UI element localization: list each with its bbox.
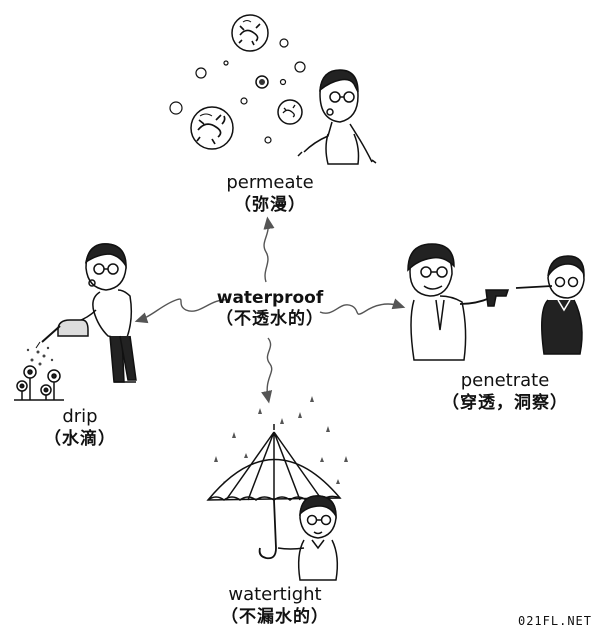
flowers-icon	[14, 365, 64, 401]
word-penetrate: penetrate	[460, 370, 550, 391]
man-with-gun	[407, 243, 491, 361]
meaning-waterproof: （不透水的）	[216, 309, 324, 330]
word-permeate: permeate	[226, 172, 314, 193]
word-waterproof: waterproof	[216, 288, 324, 308]
center-label: waterproof （不透水的）	[195, 288, 345, 331]
branch-right-label: penetrate （穿透，洞察）	[425, 370, 585, 414]
arrow-to-bottom	[261, 337, 273, 404]
watering-can-icon	[35, 319, 89, 349]
word-drip: drip	[62, 406, 98, 427]
arrow-to-top	[263, 216, 275, 283]
watertight-illustration	[206, 396, 348, 581]
arrow-to-right	[319, 298, 406, 315]
bubble-scorpion-icon	[190, 106, 234, 150]
gun-icon	[485, 289, 510, 307]
bubble-scorpion-icon	[277, 99, 303, 125]
boy-with-watering-can	[75, 243, 137, 383]
site-watermark: 021FL.NET	[517, 614, 592, 628]
branch-bottom-label: watertight （不漏水的）	[205, 584, 345, 628]
man-with-long-nose	[515, 255, 585, 355]
boy-under-umbrella	[277, 495, 339, 581]
drip-illustration	[14, 243, 137, 401]
meaning-permeate: （弥漫）	[234, 194, 306, 215]
arrow-to-left	[134, 298, 229, 324]
small-bubbles	[169, 38, 306, 144]
water-droplets	[26, 346, 54, 366]
meaning-penetrate: （穿透，洞察）	[442, 392, 568, 413]
permeate-illustration	[169, 14, 377, 165]
meaning-drip: （水滴）	[44, 428, 116, 449]
umbrella-icon	[206, 424, 342, 560]
penetrate-illustration	[407, 243, 585, 361]
branch-left-label: drip （水滴）	[20, 406, 140, 450]
word-watertight: watertight	[228, 584, 322, 605]
branch-top-label: permeate （弥漫）	[200, 172, 340, 216]
meaning-watertight: （不漏水的）	[221, 606, 329, 627]
boy-blowing-bubbles	[297, 69, 377, 165]
bubble-scorpion-icon	[231, 14, 269, 52]
bubble-icon	[255, 75, 269, 89]
